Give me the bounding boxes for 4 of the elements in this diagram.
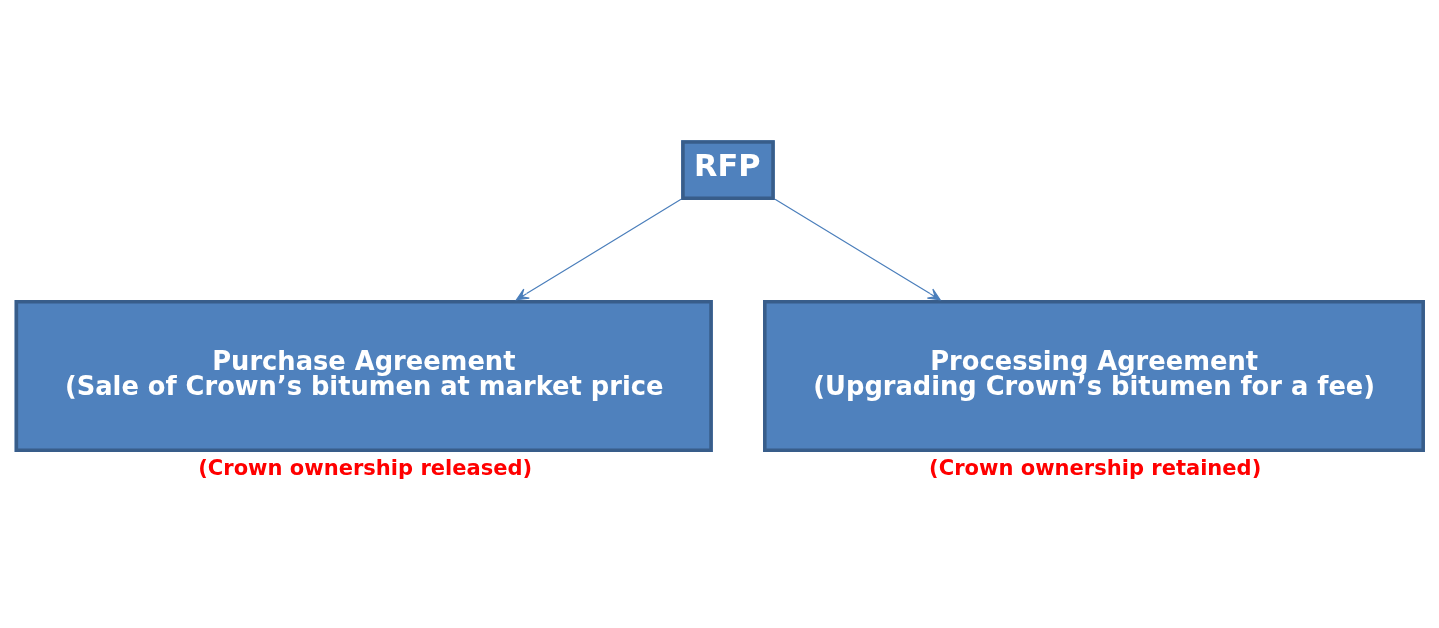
arrow (515, 198, 682, 300)
node-label: (Crown ownership retained) (929, 454, 1262, 480)
arrow (774, 198, 941, 300)
node-label: (Crown ownership released) (198, 454, 533, 480)
